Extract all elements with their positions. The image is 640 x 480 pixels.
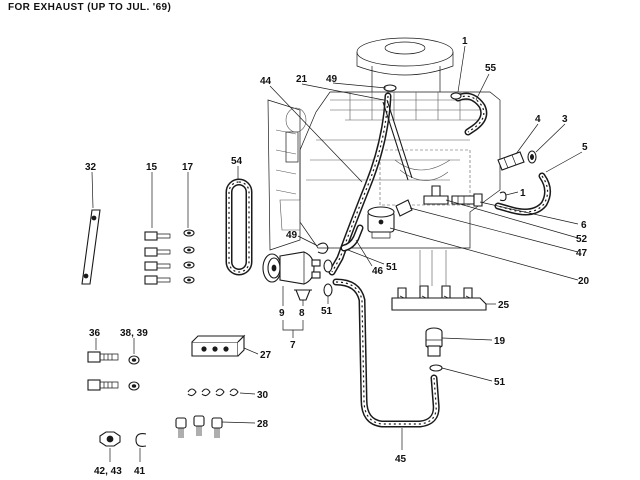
manifold-25 bbox=[391, 250, 487, 311]
callout-51-c: 51 bbox=[494, 377, 506, 388]
callout-17: 17 bbox=[182, 162, 194, 173]
fitting-6 bbox=[451, 193, 483, 207]
washers-38-39 bbox=[128, 355, 140, 391]
bolts-28 bbox=[175, 415, 223, 438]
callout-49-top: 49 bbox=[326, 74, 338, 85]
valve-20 bbox=[367, 206, 395, 239]
hose-5 bbox=[494, 172, 551, 216]
fitting-4 bbox=[497, 151, 525, 171]
hose-46 bbox=[340, 224, 364, 252]
callout-47: 47 bbox=[576, 248, 588, 259]
nut-42-43 bbox=[99, 431, 121, 447]
callout-36: 36 bbox=[89, 328, 101, 339]
clamp-51-b bbox=[323, 283, 333, 297]
diagram-title: FOR EXHAUST (UP TO JUL. '69) bbox=[8, 2, 172, 13]
callout-32: 32 bbox=[85, 162, 97, 173]
callout-1-right: 1 bbox=[520, 188, 526, 199]
ring-3 bbox=[527, 150, 537, 164]
callout-labels: 1 55 49 21 44 4 3 5 1 6 52 47 20 32 15 1… bbox=[85, 36, 590, 477]
clips-30 bbox=[187, 388, 239, 397]
callout-28: 28 bbox=[257, 419, 269, 430]
hose-44 bbox=[328, 92, 392, 276]
callout-51-b: 51 bbox=[321, 306, 333, 317]
leader-lines bbox=[91, 45, 583, 462]
engine-block bbox=[267, 37, 501, 251]
callout-5: 5 bbox=[582, 142, 588, 153]
callout-1: 1 bbox=[462, 36, 468, 47]
callout-20: 20 bbox=[578, 276, 590, 287]
callout-49-left: 49 bbox=[286, 230, 298, 241]
callout-21: 21 bbox=[296, 74, 308, 85]
callout-52: 52 bbox=[576, 234, 588, 245]
callout-9: 9 bbox=[279, 308, 285, 319]
clamp-51-a bbox=[323, 259, 333, 273]
clamp-49-left bbox=[317, 242, 329, 254]
hose-55 bbox=[454, 92, 488, 136]
callout-46: 46 bbox=[372, 266, 384, 277]
clip-41 bbox=[135, 433, 147, 447]
callout-38-39: 38, 39 bbox=[120, 328, 148, 339]
belt-54 bbox=[225, 178, 253, 276]
washers-17 bbox=[183, 229, 195, 284]
callout-27: 27 bbox=[260, 350, 272, 361]
clamp-51-c bbox=[429, 364, 443, 372]
bracket-8 bbox=[294, 289, 312, 301]
clamp-1-right bbox=[499, 191, 507, 202]
callout-55: 55 bbox=[485, 63, 497, 74]
callout-7: 7 bbox=[290, 340, 296, 351]
bolts-36 bbox=[87, 351, 119, 391]
hose-21 bbox=[382, 99, 413, 181]
clamp-1-top bbox=[450, 92, 462, 100]
callout-25: 25 bbox=[498, 300, 510, 311]
hose-45 bbox=[332, 278, 440, 428]
callout-19: 19 bbox=[494, 336, 506, 347]
callout-44: 44 bbox=[260, 76, 272, 87]
callout-41: 41 bbox=[134, 466, 146, 477]
callout-3: 3 bbox=[562, 114, 568, 125]
air-pump-9 bbox=[262, 251, 321, 285]
connector-47 bbox=[395, 199, 413, 217]
callout-30: 30 bbox=[257, 390, 269, 401]
tee-52 bbox=[423, 185, 449, 205]
callout-4: 4 bbox=[535, 114, 541, 125]
bracket-27 bbox=[191, 334, 246, 357]
bolts-15 bbox=[144, 231, 171, 285]
valve-19 bbox=[425, 327, 443, 357]
callout-54: 54 bbox=[231, 156, 243, 167]
stay-32 bbox=[81, 209, 101, 285]
callout-51-a: 51 bbox=[386, 262, 398, 273]
callout-8: 8 bbox=[299, 308, 305, 319]
callout-45: 45 bbox=[395, 454, 407, 465]
callout-6: 6 bbox=[581, 220, 587, 231]
callout-42-43: 42, 43 bbox=[94, 466, 122, 477]
callout-15: 15 bbox=[146, 162, 158, 173]
